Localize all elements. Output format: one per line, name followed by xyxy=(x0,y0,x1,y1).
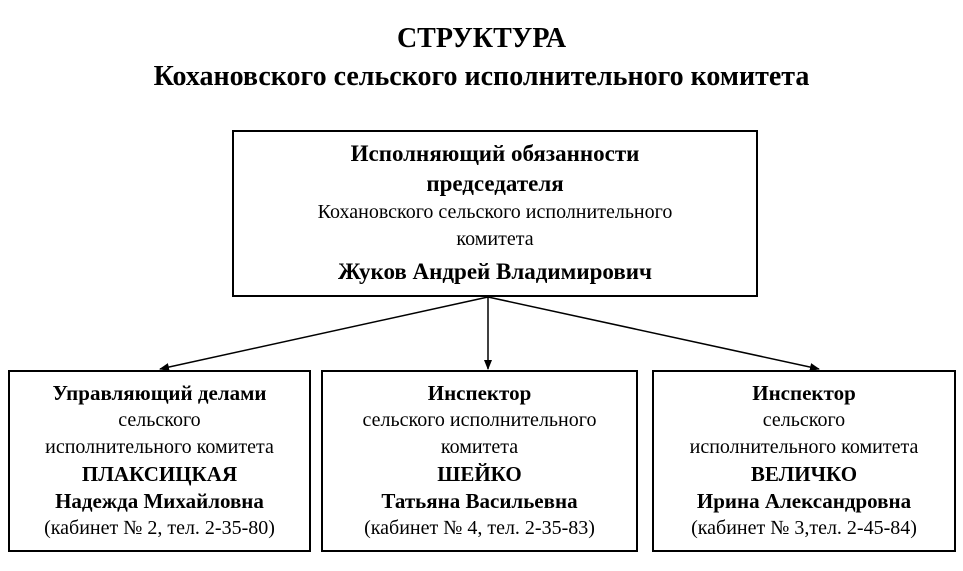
inspector-sheiko-box: Инспектор сельского исполнительного коми… xyxy=(321,370,638,552)
chairman-role-line2: председателя xyxy=(426,170,564,196)
chairman-name: Жуков Андрей Владимирович xyxy=(338,258,652,284)
inspector-velichko-org-line1: сельского xyxy=(762,409,846,431)
arrow-to-inspector-velichko xyxy=(487,296,820,371)
manager-box: Управляющий делами сельского исполнитель… xyxy=(8,370,311,552)
inspector-velichko-contact: (кабинет № 3,тел. 2-45-84) xyxy=(691,517,917,539)
manager-contact: (кабинет № 2, тел. 2-35-80) xyxy=(44,517,275,539)
manager-org-line1: сельского xyxy=(118,409,201,431)
inspector-sheiko-org-line2: комитета xyxy=(440,436,519,458)
manager-org-line2: исполнительного комитета xyxy=(45,436,274,458)
chairman-org-line1: Кохановского сельского исполнительного xyxy=(317,200,673,223)
arrow-to-manager xyxy=(159,296,489,371)
chairman-role-line1: Исполняющий обязанности xyxy=(350,140,640,166)
inspector-velichko-org-line2: исполнительного комитета xyxy=(689,436,919,458)
chairman-org-line2: комитета xyxy=(456,227,534,250)
inspector-sheiko-org-line1: сельского исполнительного xyxy=(362,409,597,431)
chairman-box: Исполняющий обязанности председателя Кох… xyxy=(232,130,758,297)
inspector-sheiko-contact: (кабинет № 4, тел. 2-35-83) xyxy=(364,517,595,539)
inspector-sheiko-role: Инспектор xyxy=(427,381,532,405)
manager-surname: ПЛАКСИЦКАЯ xyxy=(81,462,238,486)
manager-given-names: Надежда Михайловна xyxy=(55,489,264,513)
inspector-sheiko-given-names: Татьяна Васильевна xyxy=(381,489,578,513)
inspector-velichko-role: Инспектор xyxy=(752,381,856,405)
manager-role: Управляющий делами xyxy=(52,381,267,405)
diagram-title: СТРУКТУРА xyxy=(396,23,567,54)
inspector-velichko-surname: ВЕЛИЧКО xyxy=(750,462,858,486)
inspector-velichko-box: Инспектор сельского исполнительного коми… xyxy=(652,370,956,552)
inspector-sheiko-surname: ШЕЙКО xyxy=(437,462,522,486)
diagram-subtitle: Кохановского сельского исполнительного к… xyxy=(153,61,810,92)
inspector-velichko-given-names: Ирина Александровна xyxy=(696,489,912,513)
